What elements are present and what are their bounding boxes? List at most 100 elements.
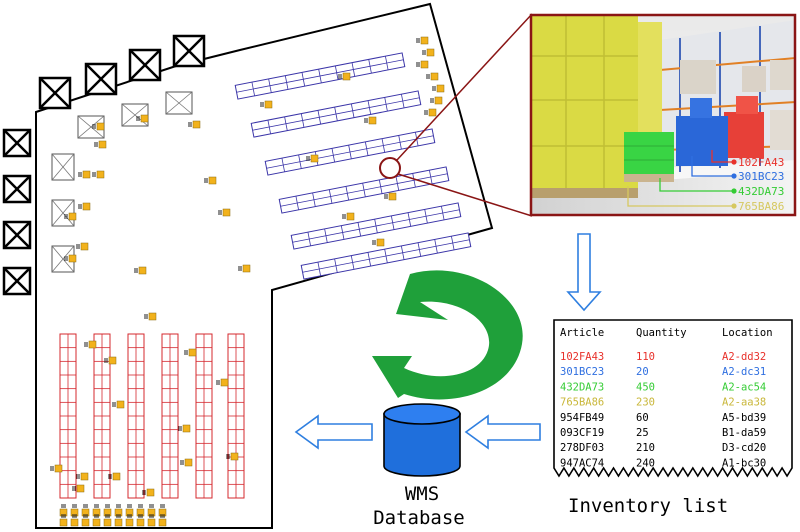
cell-quantity: 230 (636, 397, 655, 409)
forklift-icon (430, 96, 443, 105)
table-row: 102FA43 110 A2-dd32 (560, 351, 766, 363)
forklift-icon (92, 170, 105, 179)
staging-box (51, 153, 75, 181)
photo-frame (529, 13, 797, 217)
crossed-box-icon (172, 34, 206, 68)
forklift-icon (158, 504, 167, 517)
forklift-icon (114, 514, 123, 527)
zoom-line-top (396, 13, 533, 161)
forklift-icon (125, 514, 134, 527)
db-to-warehouse-arrow (294, 414, 373, 450)
forklift-icon (134, 266, 147, 275)
photo-tag-label: 102FA43 (738, 156, 784, 169)
forklift-icon (103, 514, 112, 527)
forklift-icon (84, 340, 97, 349)
cell-location: A2-ac54 (722, 381, 766, 393)
crossed-box-icon (128, 48, 162, 82)
forklift-icon (136, 514, 145, 527)
photo-tag-label: 765BA86 (738, 200, 784, 213)
crossed-box-icon (38, 76, 72, 110)
loading-docks-left (2, 128, 32, 296)
blue-rack-row (290, 202, 462, 250)
forklift-icon (416, 36, 429, 45)
forklift-icon (92, 122, 105, 131)
forklift-icon (188, 120, 201, 129)
forklift-icon (142, 488, 155, 497)
photo-tag: 765BA86 (627, 186, 784, 213)
forklift-icon (364, 116, 377, 125)
warehouse-shelves-photo (530, 14, 796, 216)
forklift-icon (147, 504, 156, 517)
zoom-circle (379, 157, 401, 179)
crossed-box-icon (2, 220, 32, 250)
forklift-icon (70, 514, 79, 527)
cell-location: B1-da59 (722, 427, 766, 439)
forklift-icon (136, 114, 149, 123)
database-cylinder-icon (383, 403, 461, 477)
photo-tag: 102FA43 (711, 150, 784, 169)
forklift-icon (180, 458, 193, 467)
cell-article: 102FA43 (560, 351, 604, 363)
cell-article: 954FB49 (560, 412, 604, 424)
forklift-icon (76, 242, 89, 251)
inventory-list-title: Inventory list (568, 495, 728, 517)
list-to-db-arrow (464, 414, 541, 450)
cell-quantity: 110 (636, 351, 655, 363)
red-rack-column (161, 333, 179, 499)
photo-tag: 301BC23 (691, 156, 784, 183)
forklift-icon (372, 238, 385, 247)
forklift-icon (342, 212, 355, 221)
forklift-icon (384, 192, 397, 201)
cell-location: A2-dd32 (722, 351, 766, 363)
staging-box (165, 91, 193, 115)
staging-areas (51, 91, 193, 273)
forklift-icon (81, 514, 90, 527)
blue-rack-row (234, 52, 406, 100)
photo-to-list-arrow (566, 233, 602, 312)
inventory-list-paper (553, 319, 793, 478)
cell-article: 301BC23 (560, 366, 604, 378)
cell-quantity: 240 (636, 457, 655, 469)
forklift-icon (78, 170, 91, 179)
cell-article: 278DF03 (560, 442, 604, 454)
forklift-icon (59, 504, 68, 517)
red-rack-column (59, 333, 77, 499)
loading-docks-top (38, 34, 206, 110)
forklift-icon (125, 504, 134, 517)
forklift-icon (226, 452, 239, 461)
cell-article: 432DA73 (560, 381, 604, 393)
cell-quantity: 25 (636, 427, 649, 439)
db-label-line1: WMS (405, 483, 439, 505)
cell-article: 765BA86 (560, 397, 604, 409)
cycle-arrow-icon (372, 270, 523, 400)
forklift-icon (112, 400, 125, 409)
forklift-icon (416, 60, 429, 69)
forklift-icon (94, 140, 107, 149)
forklift-icon (70, 504, 79, 517)
crossed-box-icon (2, 128, 32, 158)
forklift-icon (306, 154, 319, 163)
cell-location: D3-cd20 (722, 442, 766, 454)
forklift-icon (92, 514, 101, 527)
forklift-icon (158, 514, 167, 527)
forklift-icon (108, 472, 121, 481)
cell-article: 947AC74 (560, 457, 604, 469)
forklift-icon (178, 424, 191, 433)
forklifts (50, 36, 445, 527)
forklift-icon (64, 254, 77, 263)
blue-rack-row (264, 128, 436, 176)
crossed-box-icon (2, 174, 32, 204)
forklift-icon (432, 84, 445, 93)
forklift-icon (78, 202, 91, 211)
cell-quantity: 210 (636, 442, 655, 454)
cell-quantity: 20 (636, 366, 649, 378)
column-header-location: Location (722, 327, 773, 339)
blue-rack-row (278, 166, 450, 214)
